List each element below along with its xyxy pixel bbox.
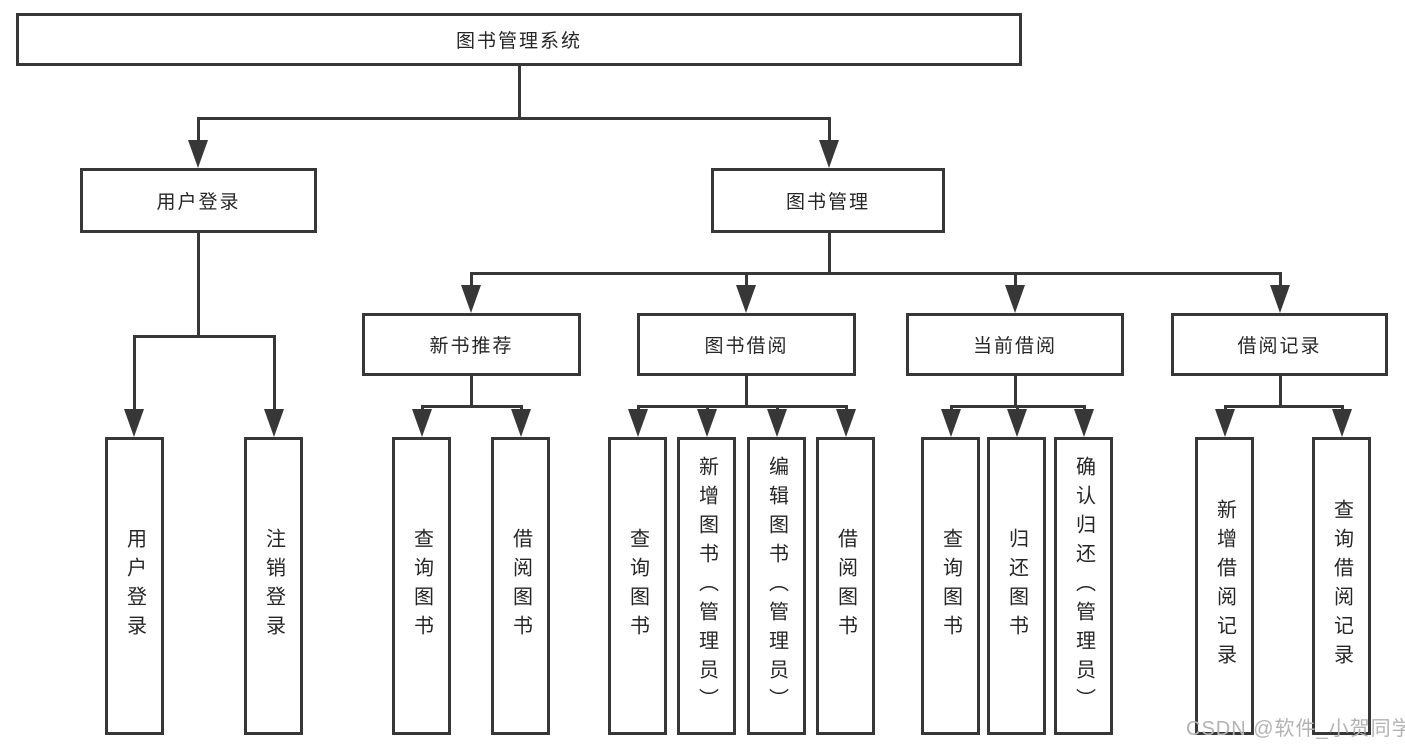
arrowhead-down-icon (1005, 285, 1025, 313)
leaf-confirm-return-admin-label: 确认归还（管理员） (1072, 455, 1095, 717)
arrowhead-down-icon (264, 409, 284, 437)
leaf-add-borrow-record-label: 新增借阅记录 (1213, 499, 1236, 673)
connector-level3-rail (470, 272, 1282, 275)
node-current-borrow: 当前借阅 (906, 313, 1124, 376)
connector-drop (745, 272, 748, 288)
leaf-add-borrow-record: 新增借阅记录 (1195, 437, 1254, 735)
node-book-management: 图书管理 (711, 168, 945, 233)
connector-drop (1014, 272, 1017, 288)
arrowhead-down-icon (1074, 409, 1094, 437)
node-root: 图书管理系统 (16, 13, 1022, 66)
connector-root-stem (518, 64, 521, 120)
arrowhead-down-icon (697, 409, 717, 437)
arrowhead-down-icon (511, 409, 531, 437)
node-book-borrow-label: 图书借阅 (704, 336, 789, 357)
node-book-borrow: 图书借阅 (637, 313, 856, 376)
arrowhead-down-icon (941, 409, 961, 437)
arrowhead-down-icon (1215, 409, 1235, 437)
connector-borrow-records-stem (1279, 374, 1282, 407)
connector-new-book-rail (421, 405, 523, 408)
leaf-return-book-label: 归还图书 (1005, 528, 1028, 644)
node-current-borrow-label: 当前借阅 (972, 336, 1057, 357)
arrowhead-down-icon (124, 409, 144, 437)
connector-drop (1279, 272, 1282, 288)
arrowhead-down-icon (1270, 285, 1290, 313)
leaf-logout-login: 注销登录 (244, 437, 303, 735)
connector-drop (197, 117, 200, 142)
connector-drop (828, 117, 831, 142)
leaf-borrow-books: 借阅图书 (816, 437, 875, 735)
connector-borrow-records-rail (1224, 405, 1344, 408)
node-root-label: 图书管理系统 (455, 31, 582, 52)
connector-level2-rail (197, 117, 831, 120)
connector-book-borrow-rail (637, 405, 848, 408)
arrowhead-down-icon (628, 409, 648, 437)
node-borrow-records: 借阅记录 (1171, 313, 1388, 376)
leaf-query-books-recommend: 查询图书 (392, 437, 451, 735)
arrowhead-down-icon (461, 285, 481, 313)
node-borrow-records-label: 借阅记录 (1237, 336, 1322, 357)
arrowhead-down-icon (412, 409, 432, 437)
leaf-logout-login-label: 注销登录 (262, 528, 285, 644)
leaf-user-login: 用户登录 (105, 437, 164, 735)
leaf-return-book: 归还图书 (987, 437, 1046, 735)
connector-book-mgmt-stem (828, 231, 831, 275)
node-new-book-recommend-label: 新书推荐 (429, 336, 514, 357)
leaf-query-borrow-record: 查询借阅记录 (1312, 437, 1371, 735)
leaf-query-borrow-record-label: 查询借阅记录 (1330, 499, 1353, 673)
node-new-book-recommend: 新书推荐 (362, 313, 581, 376)
csdn-watermark: CSDN @软件_小贺同学 (1186, 718, 1405, 740)
leaf-query-books-current-label: 查询图书 (939, 528, 962, 644)
node-book-management-label: 图书管理 (785, 192, 870, 213)
connector-user-login-rail (133, 335, 276, 338)
node-user-login-label: 用户登录 (156, 192, 241, 213)
arrowhead-down-icon (836, 409, 856, 437)
leaf-confirm-return-admin: 确认归还（管理员） (1054, 437, 1113, 735)
connector-drop (470, 272, 473, 288)
arrowhead-down-icon (1332, 409, 1352, 437)
arrowhead-down-icon (188, 140, 208, 168)
connector-book-borrow-stem (745, 374, 748, 407)
connector-new-book-stem (470, 374, 473, 407)
leaf-borrow-books-recommend-label: 借阅图书 (509, 528, 532, 644)
leaf-user-login-label: 用户登录 (123, 528, 146, 644)
leaf-query-books-current: 查询图书 (921, 437, 980, 735)
leaf-add-book-admin: 新增图书（管理员） (677, 437, 736, 735)
connector-user-login-stem (197, 231, 200, 337)
leaf-query-books-borrow: 查询图书 (608, 437, 667, 735)
leaf-borrow-books-recommend: 借阅图书 (491, 437, 550, 735)
leaf-edit-book-admin: 编辑图书（管理员） (747, 437, 806, 735)
connector-drop (133, 335, 136, 411)
arrowhead-down-icon (1007, 409, 1027, 437)
leaf-query-books-borrow-label: 查询图书 (626, 528, 649, 644)
leaf-add-book-admin-label: 新增图书（管理员） (695, 455, 718, 717)
connector-current-borrow-stem (1014, 374, 1017, 407)
arrowhead-down-icon (767, 409, 787, 437)
connector-drop (273, 335, 276, 411)
leaf-borrow-books-label: 借阅图书 (834, 528, 857, 644)
leaf-edit-book-admin-label: 编辑图书（管理员） (765, 455, 788, 717)
arrowhead-down-icon (819, 140, 839, 168)
node-user-login: 用户登录 (80, 168, 317, 233)
leaf-query-books-recommend-label: 查询图书 (410, 528, 433, 644)
arrowhead-down-icon (736, 285, 756, 313)
